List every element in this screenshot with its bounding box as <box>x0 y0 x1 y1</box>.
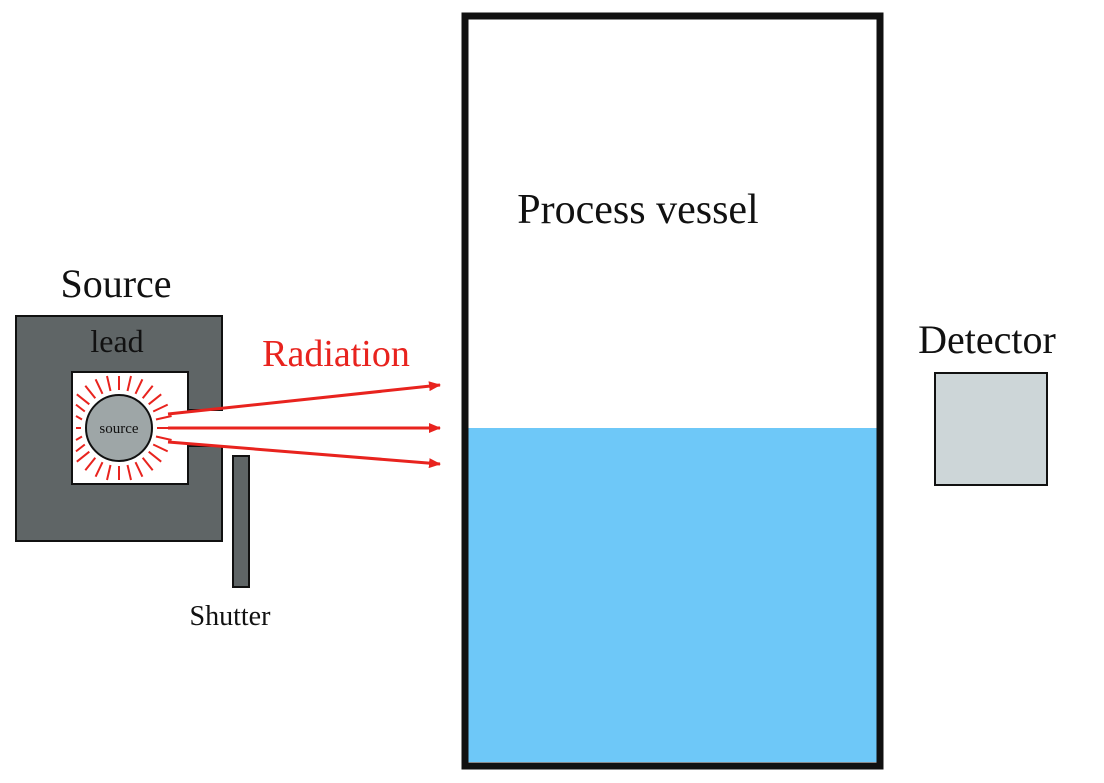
emission-ray <box>94 378 104 395</box>
emission-ray <box>75 415 83 421</box>
radiation-beam-upper <box>167 381 441 416</box>
lead-label: lead <box>90 323 143 359</box>
emission-ray <box>94 461 104 478</box>
emission-ray <box>155 415 172 421</box>
emission-ray <box>141 457 154 471</box>
emission-ray <box>126 464 132 481</box>
emission-ray <box>84 457 97 471</box>
vessel-liquid <box>468 428 878 762</box>
emission-ray <box>106 464 112 481</box>
vessel-label: Process vessel <box>517 187 758 233</box>
emission-ray <box>84 385 97 399</box>
radiation-label: Radiation <box>262 333 410 375</box>
emission-ray <box>126 375 132 392</box>
emission-ray <box>75 435 83 441</box>
emission-ray <box>141 385 154 399</box>
radiation-beam-lower <box>167 440 441 469</box>
process-vessel <box>461 12 884 770</box>
emission-ray <box>148 393 162 406</box>
emission-ray <box>76 450 90 463</box>
emission-ray <box>155 435 172 441</box>
emission-ray <box>148 450 162 463</box>
shutter <box>232 455 250 588</box>
emission-ray <box>75 403 86 413</box>
lead-housing <box>15 315 223 542</box>
emission-ray <box>152 443 169 453</box>
detector-label: Detector <box>918 317 1056 362</box>
emission-ray <box>76 393 90 406</box>
detector-box <box>934 372 1048 486</box>
emission-ray <box>75 443 86 453</box>
emission-ray <box>134 378 144 395</box>
emission-ray <box>152 403 169 413</box>
emission-ray <box>134 461 144 478</box>
source-title: Source <box>60 261 171 306</box>
source-ball <box>85 394 153 462</box>
source-inner-label: source <box>99 421 138 437</box>
shutter-label: Shutter <box>190 601 272 632</box>
emission-ray <box>106 375 112 392</box>
source-emission-rays <box>75 375 173 481</box>
